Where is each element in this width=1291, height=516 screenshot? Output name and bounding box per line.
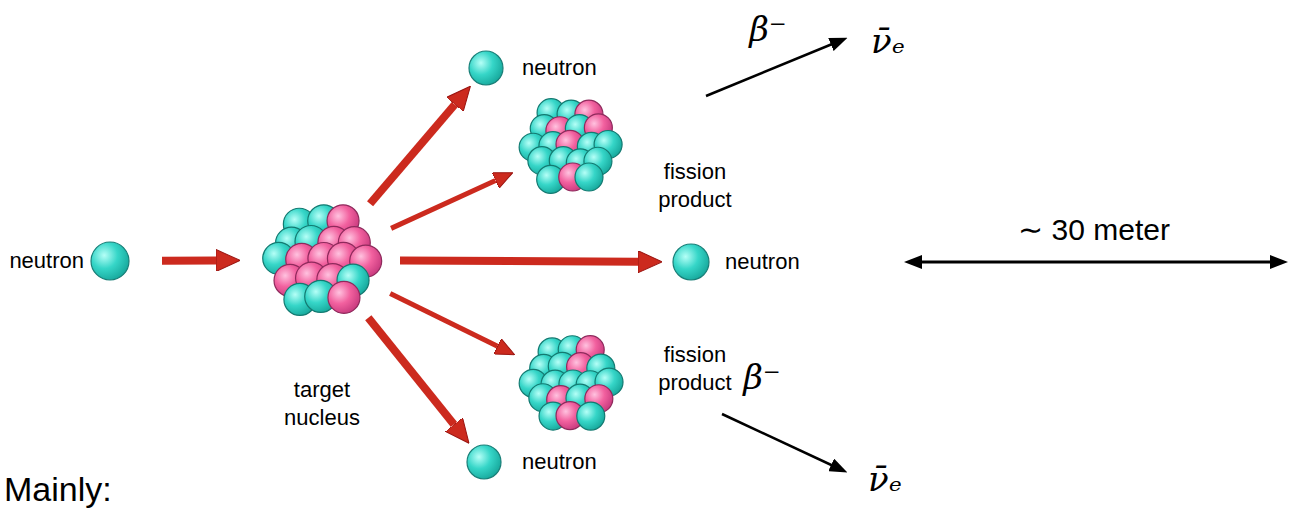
heading-note: Mainly: [4,470,112,509]
particle-arrow [400,260,638,261]
particle-label: target nucleus [267,376,377,432]
neutron-ball [673,244,709,280]
particle-arrow [390,294,497,347]
neutron-ball [467,445,501,479]
particle-label: neutron [522,448,597,476]
nucleon [577,402,605,430]
particle-label: neutron [522,54,597,82]
distance-arrow [910,261,1282,264]
particle-arrow [370,104,455,203]
neutron-ball [91,242,129,280]
particle-arrow [368,318,454,425]
target-nucleus: target nucleus [252,190,392,330]
fission-product: fission product [516,327,628,439]
nucleus-symbol [516,327,628,439]
neutron-symbol [90,241,130,281]
beta-minus-label: β⁻ [743,358,781,397]
antineutrino-label: ν̄ₑ [868,460,902,499]
neutron-symbol [466,444,502,480]
neutron-particle: neutron [672,243,710,281]
distance-label: ∼ 30 meter [1018,213,1170,248]
particle-label: neutron [9,247,84,275]
neutron-symbol [468,50,504,86]
neutron-ball [469,51,503,85]
nucleus-symbol [252,190,392,330]
nucleus-symbol [515,90,627,202]
antineutrino-label: ν̄ₑ [871,22,905,61]
nucleon [328,281,360,313]
fission-product: fission product [515,90,627,202]
neutron-particle: neutron [90,241,130,281]
particle-label: fission product [645,341,745,397]
neutron-particle: neutron [468,50,504,86]
neutron-particle: neutron [466,444,502,480]
neutron-symbol [672,243,710,281]
particle-label: fission product [645,158,745,214]
nucleon [575,163,603,191]
particle-label: neutron [725,248,800,276]
beta-decay-arrow [722,414,842,470]
particle-arrow [162,257,216,265]
particle-arrow [391,181,495,229]
beta-minus-label: β⁻ [749,10,787,49]
